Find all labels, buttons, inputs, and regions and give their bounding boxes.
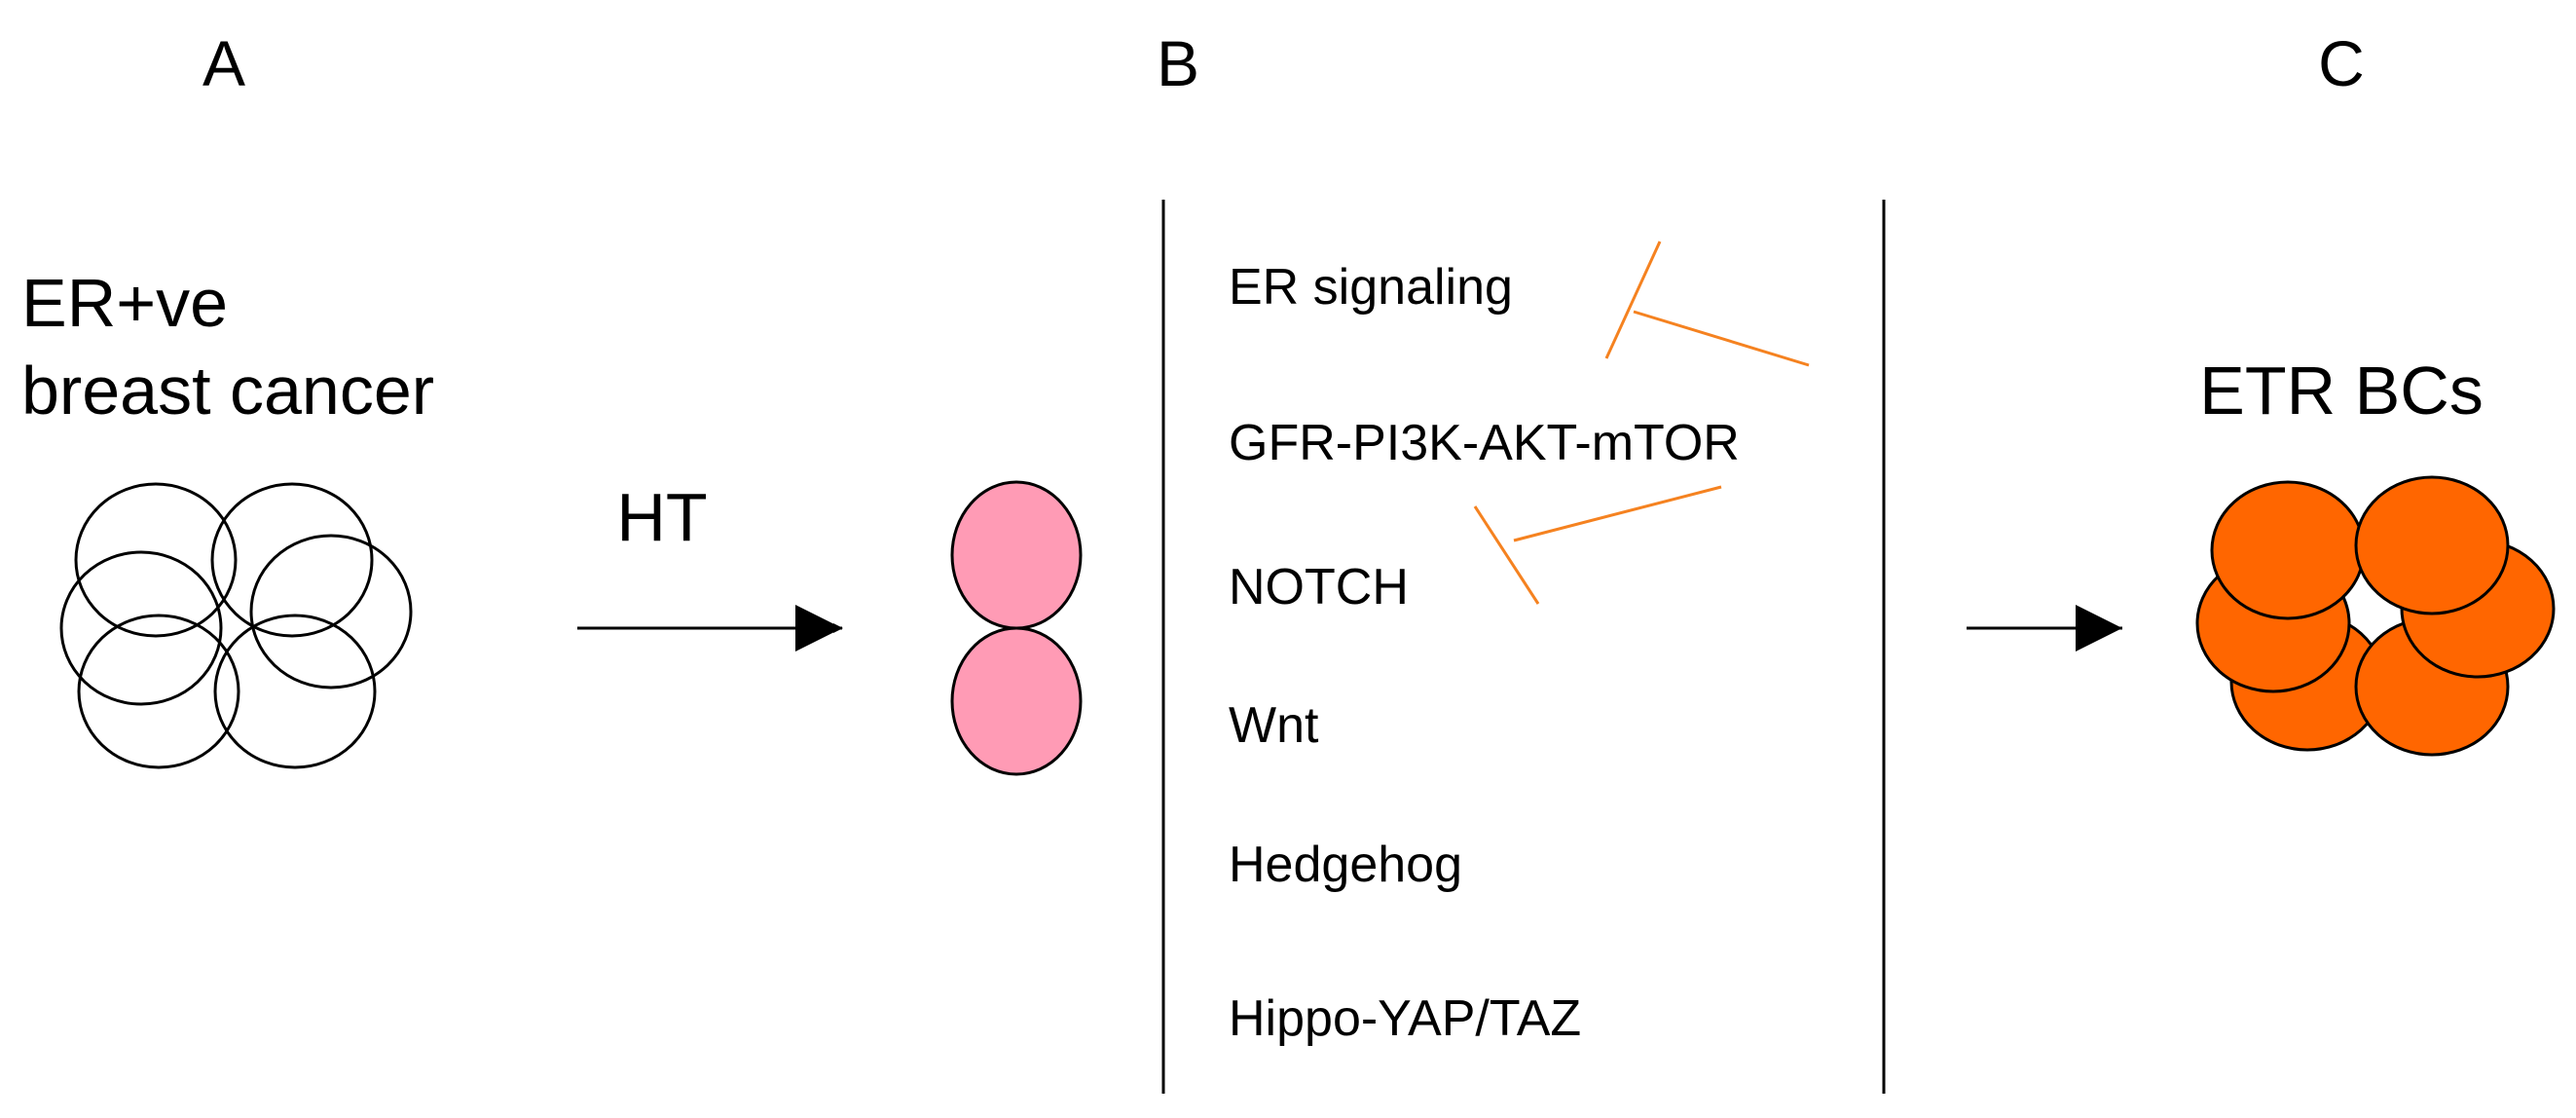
inhibition-line-gfr-to-notch bbox=[1513, 485, 1722, 542]
orange-cell bbox=[2210, 480, 2366, 620]
pink-cell-top bbox=[950, 480, 1083, 630]
outline-cell bbox=[77, 614, 240, 769]
resistance-arrow-head bbox=[2076, 605, 2122, 652]
er-positive-cell-cluster bbox=[59, 482, 413, 769]
panel-a-title-line2: breast cancer bbox=[21, 353, 434, 429]
outline-cell bbox=[59, 550, 223, 706]
inhibition-bar-er bbox=[1604, 241, 1662, 359]
outline-cell bbox=[210, 482, 374, 638]
pathway-hedgehog: Hedgehog bbox=[1229, 837, 1462, 893]
pathway-wnt: Wnt bbox=[1229, 697, 1319, 754]
surviving-cells bbox=[950, 480, 1083, 776]
panel-a-title-line1: ER+ve bbox=[21, 265, 228, 341]
ht-label: HT bbox=[616, 479, 707, 555]
pathway-notch: NOTCH bbox=[1229, 559, 1409, 615]
pathway-er-signaling: ER signaling bbox=[1229, 259, 1513, 316]
inhibition-line-gfr-to-er bbox=[1633, 310, 1810, 367]
resistant-cell-cluster bbox=[2195, 475, 2556, 757]
inhibition-marks bbox=[1473, 241, 1810, 605]
panel-letter-a: A bbox=[202, 27, 245, 99]
inhibition-bar-notch bbox=[1473, 505, 1540, 605]
outline-cell bbox=[213, 614, 377, 769]
pathway-hippo-yap-taz: Hippo-YAP/TAZ bbox=[1229, 990, 1581, 1047]
outline-cell bbox=[249, 534, 413, 689]
panel-letter-c: C bbox=[2318, 27, 2365, 99]
orange-cell bbox=[2354, 475, 2510, 615]
pink-cell-bottom bbox=[950, 626, 1083, 776]
outline-cell bbox=[74, 482, 238, 638]
panel-letter-b: B bbox=[1157, 27, 1199, 99]
panel-c-title: ETR BCs bbox=[2199, 353, 2484, 429]
ht-arrow-head bbox=[795, 605, 842, 652]
pathway-gfr-pi3k-akt-mtor: GFR-PI3K-AKT-mTOR bbox=[1229, 415, 1740, 471]
